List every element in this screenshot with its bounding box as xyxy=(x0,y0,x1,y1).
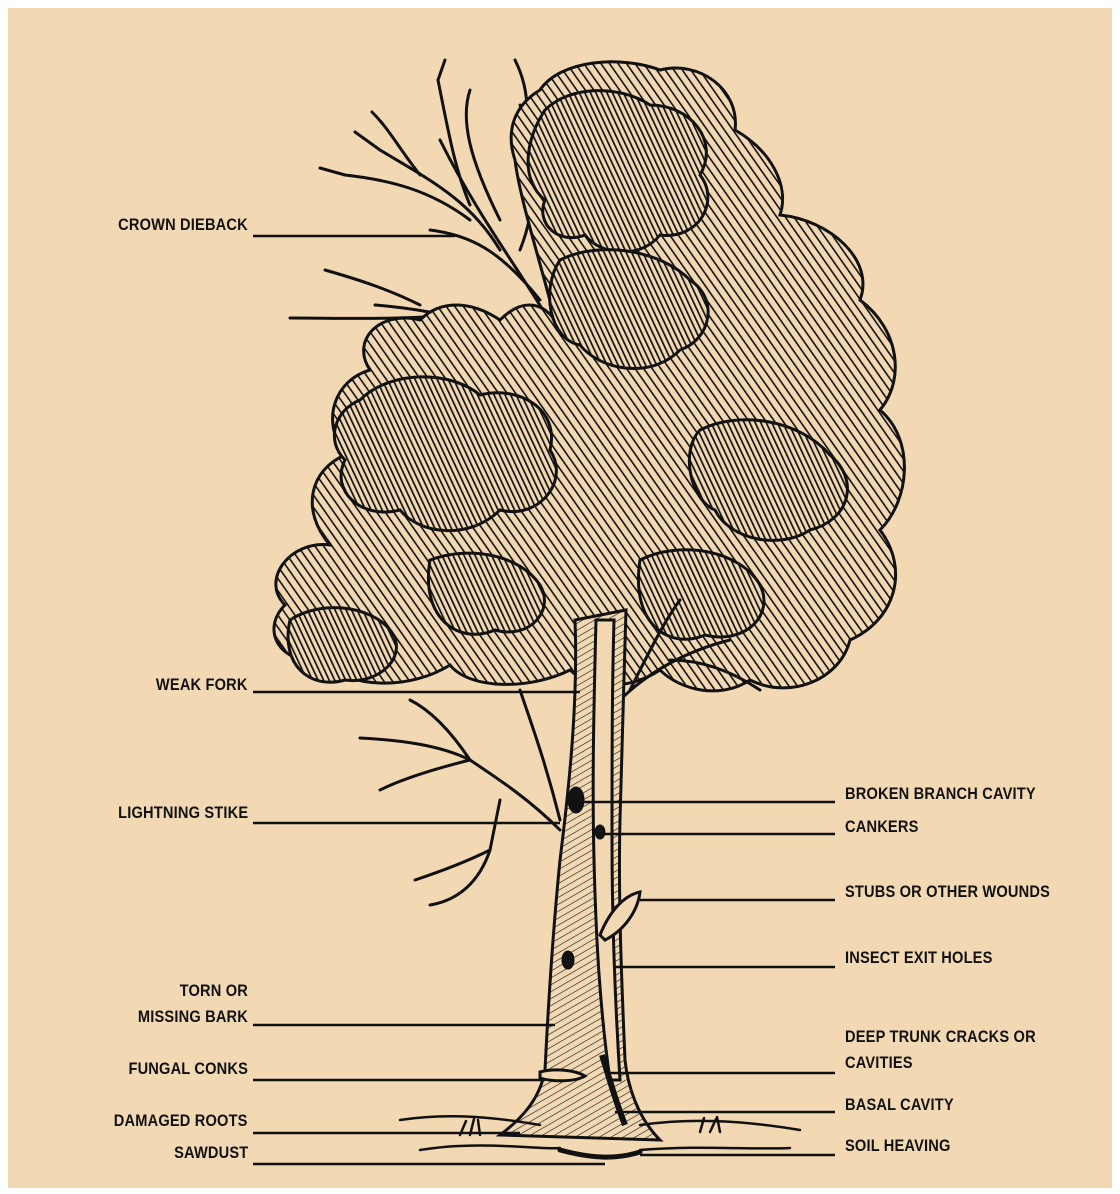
label-cankers: CANKERS xyxy=(845,814,919,840)
label-sawdust: SAWDUST xyxy=(174,1140,248,1166)
label-torn-missing-bark: TORN OR MISSING BARK xyxy=(138,978,248,1030)
label-fungal-conks: FUNGAL CONKS xyxy=(128,1056,248,1082)
label-soil-heaving: SOIL HEAVING xyxy=(845,1133,951,1159)
label-insect-exit-holes: INSECT EXIT HOLES xyxy=(845,945,993,971)
label-damaged-roots: DAMAGED ROOTS xyxy=(114,1108,248,1134)
label-broken-branch-cavity: BROKEN BRANCH CAVITY xyxy=(845,781,1036,807)
label-deep-trunk-cracks: DEEP TRUNK CRACKS OR CAVITIES xyxy=(845,1024,1036,1076)
label-crown-dieback: CROWN DIEBACK xyxy=(118,212,248,238)
tree-crown xyxy=(274,62,904,691)
label-basal-cavity: BASAL CAVITY xyxy=(845,1092,954,1118)
label-lightning-strike: LIGHTNING STIKE xyxy=(118,800,248,826)
trunk xyxy=(500,610,660,1140)
label-stubs-other-wounds: STUBS OR OTHER WOUNDS xyxy=(845,879,1050,905)
label-weak-fork: WEAK FORK xyxy=(156,672,248,698)
